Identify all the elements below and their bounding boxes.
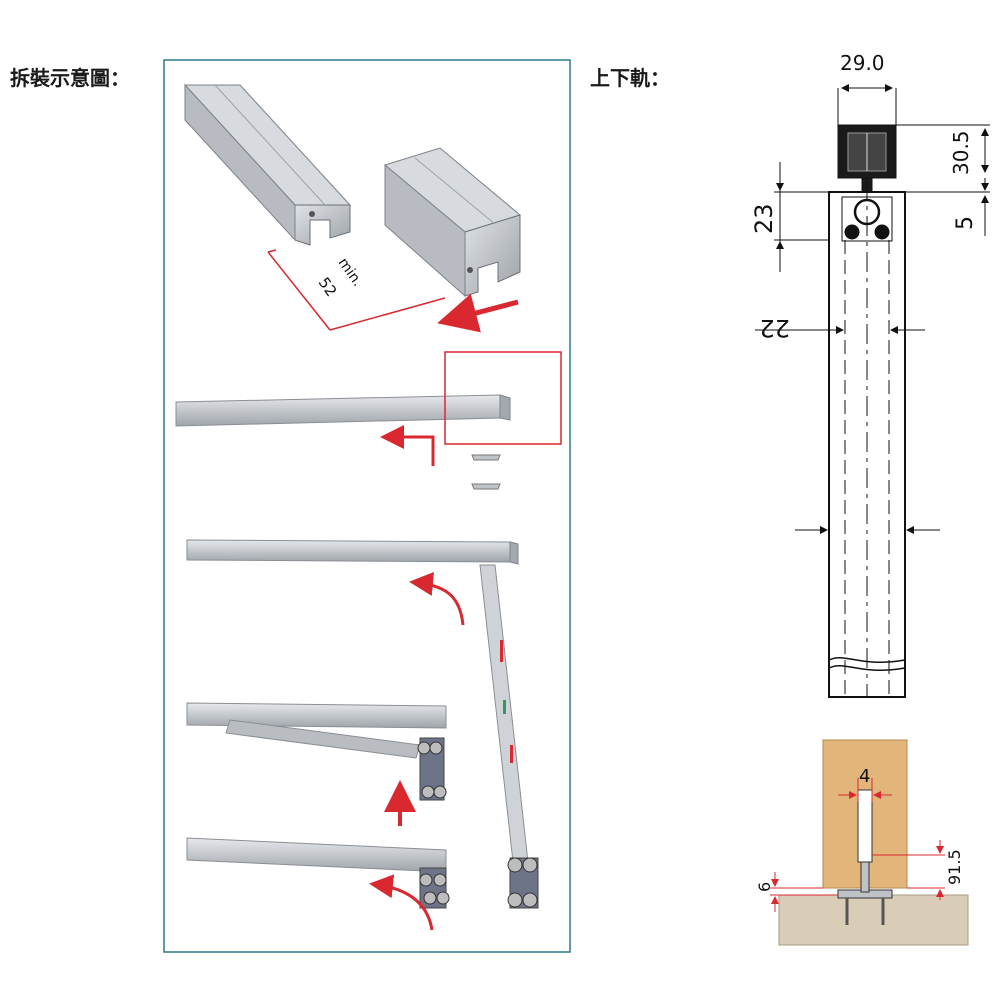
rail-step-tilt xyxy=(186,702,447,826)
rail-step-insert xyxy=(175,351,562,490)
guide-depth: 6 xyxy=(755,882,774,892)
rail-step-hang xyxy=(186,539,539,909)
bottom-guide-detail xyxy=(770,739,969,946)
rail-step-fit xyxy=(186,837,450,931)
dim-depth: 23 xyxy=(750,203,778,234)
dim-inner: 22 xyxy=(759,314,790,342)
dim-width: 29.0 xyxy=(840,51,885,75)
dim-height: 30.5 xyxy=(949,130,973,175)
roller-assembly xyxy=(507,857,539,909)
rail-profile-left xyxy=(183,83,352,246)
floor-block xyxy=(778,894,969,946)
slide-arrow xyxy=(437,293,519,333)
dim-offset: 5 xyxy=(953,216,978,230)
detail-highlight-box xyxy=(444,351,562,445)
guide-height: 91.5 xyxy=(945,849,964,885)
rails-heading: 上下軌： xyxy=(590,66,670,90)
rail-technical-drawing xyxy=(755,84,990,698)
assembly-heading: 拆裝示意圖： xyxy=(10,66,130,90)
guide-groove-width: 4 xyxy=(859,766,870,787)
